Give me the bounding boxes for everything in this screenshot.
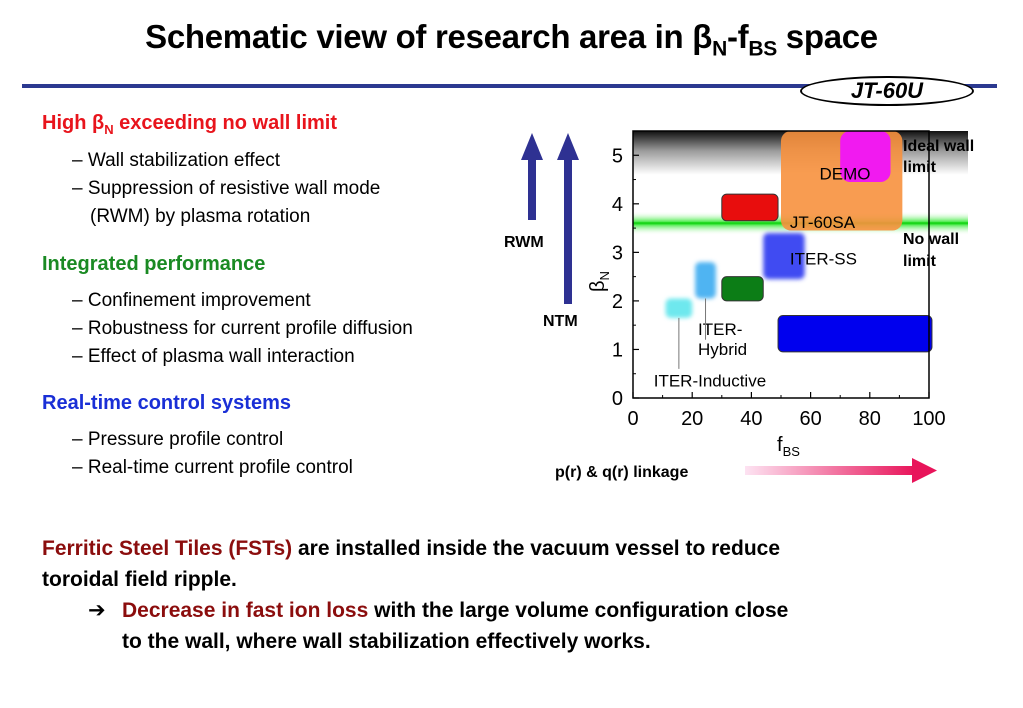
s1-pre: High — [42, 112, 92, 134]
fst-text: are installed inside the vacuum vessel t… — [292, 537, 781, 560]
section-realtime-bullets: – Pressure profile control – Real-time c… — [72, 426, 353, 482]
y-axis-title: βN — [587, 271, 612, 292]
title-sub-n: N — [712, 37, 727, 61]
s1-sub: N — [104, 122, 114, 137]
ntm-arrow-shaft — [564, 158, 572, 304]
title-sub-bs: BS — [748, 37, 777, 61]
x-tick-label: 60 — [799, 408, 821, 430]
rwm-arrow-head — [521, 133, 543, 160]
y-tick-label: 3 — [612, 242, 623, 264]
y-tick-label: 1 — [612, 339, 623, 361]
label-iter-inductive: ITER-Inductive — [654, 372, 766, 391]
bullet: – Real-time current profile control — [72, 457, 353, 478]
label-demo: DEMO — [819, 165, 870, 184]
bullet: – Pressure profile control — [72, 429, 284, 450]
bullet: – Effect of plasma wall interaction — [72, 346, 355, 367]
region-red-box — [721, 193, 779, 222]
y-tick-label: 5 — [612, 145, 623, 167]
x-tick-label: 80 — [859, 408, 881, 430]
region-iter-ss — [763, 232, 805, 280]
ideal-wall-label-2: limit — [903, 159, 937, 176]
x-axis-title: fBS — [777, 434, 800, 459]
title-tail: space — [776, 18, 878, 55]
x-tick-label: 0 — [627, 408, 638, 430]
bullet: – Suppression of resistive wall mode — [72, 178, 381, 199]
linkage-arrow-head — [912, 458, 937, 483]
s1-beta: β — [92, 112, 105, 134]
bullet: – Wall stabilization effect — [72, 150, 281, 171]
title-beta: β — [692, 18, 713, 55]
region-iter-hybrid — [695, 262, 716, 299]
region-demo — [840, 131, 891, 182]
title-rule — [22, 84, 997, 88]
bottom-line-2: toroidal field ripple. — [42, 568, 237, 591]
region-green-box — [721, 276, 764, 302]
x-tick-label: 100 — [912, 408, 945, 430]
x-tick-label: 20 — [681, 408, 703, 430]
bullet: – Confinement improvement — [72, 290, 311, 311]
bottom-line-1: Ferritic Steel Tiles (FSTs) are installe… — [42, 533, 780, 564]
ntm-label: NTM — [543, 313, 578, 330]
section-high-beta-bullets: – Wall stabilization effect – Suppressio… — [72, 147, 380, 231]
y-tick-label: 2 — [612, 291, 623, 313]
section-high-beta-heading: High βN exceeding no wall limit — [42, 112, 337, 137]
ntm-arrow-head — [557, 133, 579, 160]
title-text: Schematic view of research area in — [145, 18, 693, 55]
no-wall-label-2: limit — [903, 253, 937, 270]
y-tick-label: 0 — [612, 388, 623, 410]
label-iter-hybrid-1: ITER- — [698, 320, 742, 339]
linkage-label: p(r) & q(r) linkage — [555, 464, 688, 481]
regions-group — [665, 131, 933, 353]
bullet: – Robustness for current profile diffusi… — [72, 318, 413, 339]
right-arrow-icon: ➔ — [88, 599, 106, 622]
bottom-line-4: to the wall, where wall stabilization ef… — [122, 630, 651, 653]
bottom-line-3: ➔ Decrease in fast ion loss with the larg… — [88, 595, 788, 626]
x-tick-label: 40 — [740, 408, 762, 430]
fast-ion-highlight: Decrease in fast ion loss — [122, 599, 369, 622]
label-jt60sa: JT-60SA — [790, 213, 856, 232]
fst-highlight: Ferritic Steel Tiles (FSTs) — [42, 537, 293, 560]
no-wall-label-1: No wall — [903, 231, 959, 248]
section-integrated-heading: Integrated performance — [42, 253, 266, 275]
title-f: -f — [726, 18, 749, 55]
s1-post: exceeding no wall limit — [113, 112, 337, 134]
rwm-label: RWM — [504, 234, 544, 251]
section-integrated-bullets: – Confinement improvement – Robustness f… — [72, 287, 413, 371]
bullet: (RWM) by plasma rotation — [90, 206, 311, 227]
rwm-arrow-shaft — [528, 158, 536, 220]
region-iter-inductive — [665, 298, 693, 318]
y-tick-label: 4 — [612, 194, 623, 216]
linkage-arrow-shaft — [745, 466, 915, 475]
label-iter-hybrid-2: Hybrid — [698, 340, 747, 359]
fast-ion-text: with the large volume configuration clos… — [368, 599, 789, 622]
jt60u-badge: JT-60U — [800, 76, 974, 106]
region-blue-box — [777, 314, 933, 353]
label-iter-ss: ITER-SS — [790, 250, 857, 269]
section-realtime-heading: Real-time control systems — [42, 392, 291, 414]
axes-group: 0 20 40 60 80 100 0 1 2 3 4 5 — [612, 130, 946, 430]
page-title: Schematic view of research area in βN-fB… — [0, 18, 1023, 62]
ideal-wall-label-1: Ideal wall — [903, 138, 974, 155]
